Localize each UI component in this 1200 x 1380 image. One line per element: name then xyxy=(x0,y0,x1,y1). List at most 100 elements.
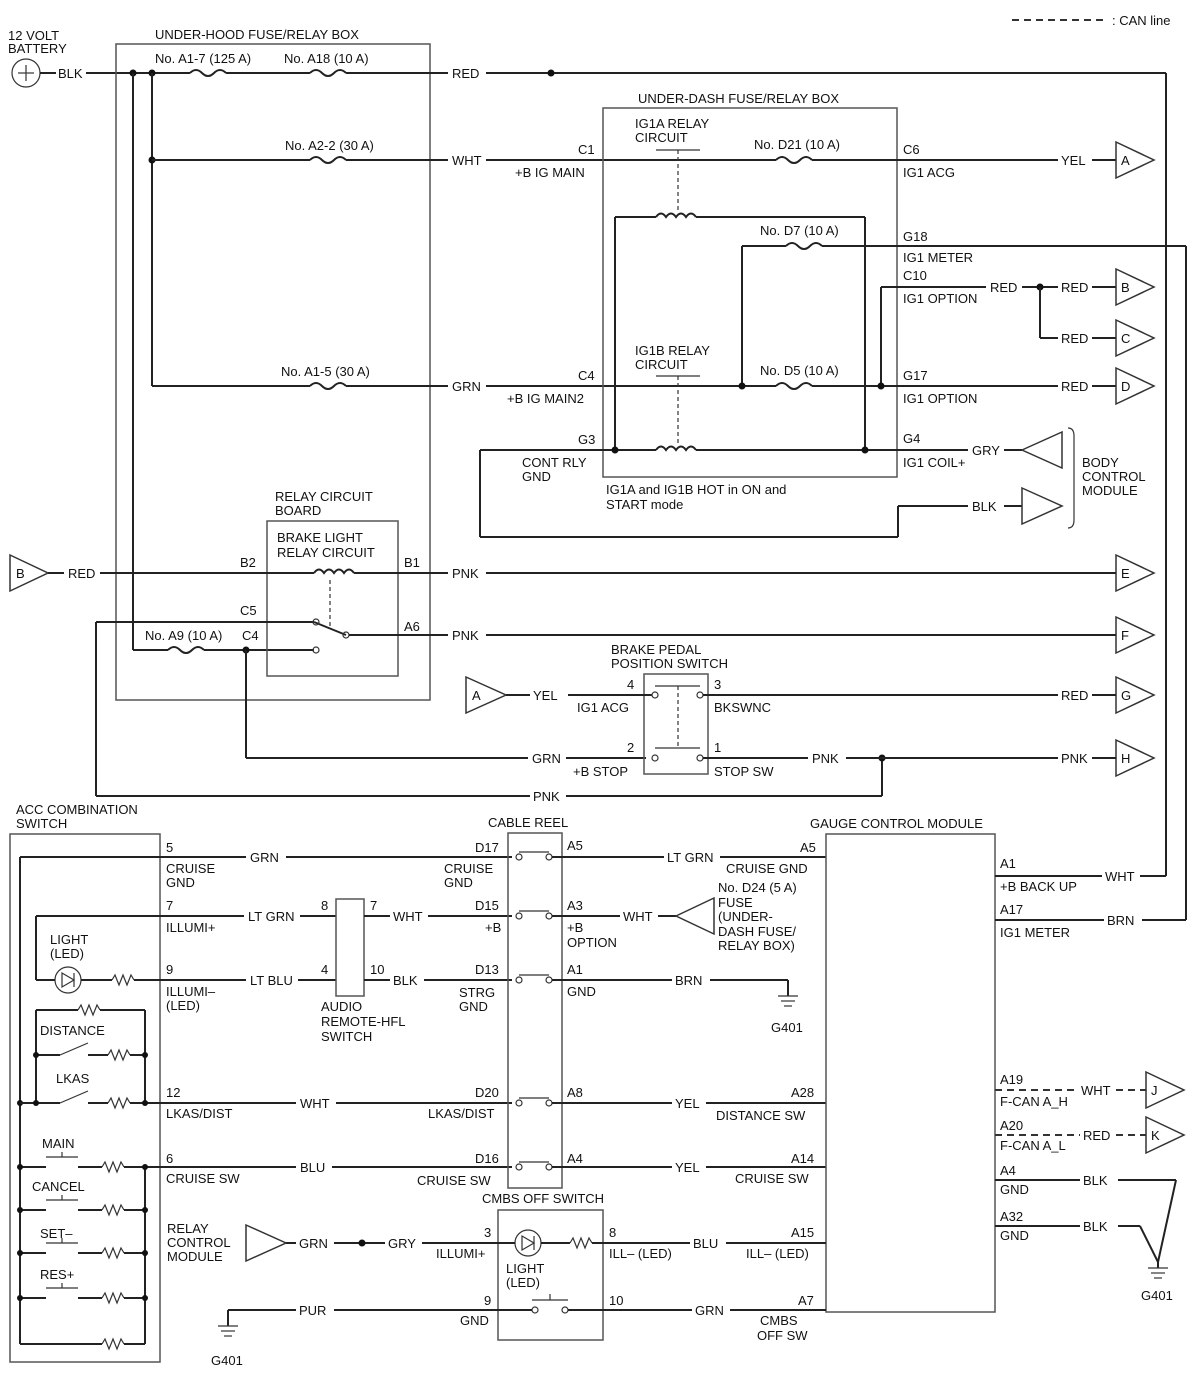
acc-switch-title: ACC COMBINATION xyxy=(16,802,138,817)
wire-color-label: GRN xyxy=(532,751,561,766)
pin-label: 7 xyxy=(370,898,377,913)
pin-label: D13 xyxy=(475,962,499,977)
wire-color-label: RED xyxy=(1061,688,1088,703)
note: START mode xyxy=(606,497,683,512)
cmbs-title: CMBS OFF SWITCH xyxy=(482,1191,604,1206)
pin-label: C4 xyxy=(578,368,595,383)
pin-name: STOP SW xyxy=(714,764,774,779)
switch-label: CANCEL xyxy=(32,1179,85,1194)
relay-label: CIRCUIT xyxy=(635,130,688,145)
ground-symbol xyxy=(778,995,798,1007)
wire-color-label: GRN xyxy=(452,379,481,394)
fuse-symbol xyxy=(785,242,823,250)
connector-j-arrow xyxy=(1145,1070,1186,1110)
relay-control-label: RELAY xyxy=(167,1221,209,1236)
wire-color-label: WHT xyxy=(1081,1083,1111,1098)
pin-label: D16 xyxy=(475,1151,499,1166)
relay-control-label: CONTROL xyxy=(167,1235,231,1250)
fuse-label: No. A1-7 (125 A) xyxy=(155,51,251,66)
connector-label: F xyxy=(1121,628,1129,643)
bcm-label: BODY xyxy=(1082,455,1119,470)
connector-b-in-arrow xyxy=(9,553,50,593)
connector-a-in-arrow xyxy=(465,675,508,715)
relay-coil xyxy=(655,212,697,219)
wire-color-label: GRN xyxy=(695,1303,724,1318)
wire-color-label: BLK xyxy=(393,973,418,988)
switch-label: RES+ xyxy=(40,1267,74,1282)
under-hood-title: UNDER-HOOD FUSE/RELAY BOX xyxy=(155,27,359,42)
pin-label: A1 xyxy=(1000,856,1016,871)
pin-label: A4 xyxy=(1000,1163,1016,1178)
pin-label: A1 xyxy=(567,962,583,977)
pin-label: 8 xyxy=(609,1225,616,1240)
connector-label: H xyxy=(1121,751,1130,766)
relay-switch-blade xyxy=(313,621,347,636)
pin-label: 5 xyxy=(166,840,173,855)
pin-label: D20 xyxy=(475,1085,499,1100)
wire-color-label: RED xyxy=(1061,379,1088,394)
main-switch xyxy=(20,1152,296,1174)
connector-label: C xyxy=(1121,331,1130,346)
relay-circuit-board xyxy=(266,520,399,677)
pin-name: CRUISE SW xyxy=(735,1171,809,1186)
resistor-symbol xyxy=(107,1048,131,1062)
fuse-label: No. D21 (10 A) xyxy=(754,137,840,152)
relay-control-module-arrow xyxy=(245,1223,288,1263)
fuse-note: FUSE xyxy=(718,895,753,910)
cable-reel-contact xyxy=(515,974,553,984)
pin-name: OPTION xyxy=(567,935,617,950)
pin-name: GND xyxy=(1000,1228,1029,1243)
pin-label: G4 xyxy=(903,431,920,446)
res-switch xyxy=(20,1283,145,1305)
gauge-control-module xyxy=(825,833,996,1313)
pin-name: F-CAN A_H xyxy=(1000,1094,1068,1109)
relay-coil xyxy=(313,568,355,575)
fuse-symbol xyxy=(167,646,205,654)
pin-name: +B IG MAIN xyxy=(515,165,585,180)
wire-color-label: PNK xyxy=(533,789,560,804)
cmbs-off-switch xyxy=(497,1209,604,1341)
wire-color-label: YEL xyxy=(675,1096,700,1111)
fuse-label: No. D7 (10 A) xyxy=(760,223,839,238)
pin-label: 10 xyxy=(370,962,384,977)
pin-name: CRUISE GND xyxy=(726,861,808,876)
fuse-d24-connector xyxy=(674,896,715,936)
pin-name: ILL– (LED) xyxy=(746,1246,809,1261)
switch-label: DISTANCE xyxy=(40,1023,105,1038)
ground-label: G401 xyxy=(211,1353,243,1368)
pin-label: C4 xyxy=(242,628,259,643)
connector-label: J xyxy=(1151,1083,1158,1098)
audio-label: REMOTE-HFL xyxy=(321,1014,406,1029)
wire-color-label: LT GRN xyxy=(248,909,294,924)
pin-name: CRUISE xyxy=(166,861,215,876)
pin-label: D15 xyxy=(475,898,499,913)
pin-label: 3 xyxy=(714,677,721,692)
pin-name: IG1 COIL+ xyxy=(903,455,966,470)
pin-label: G3 xyxy=(578,432,595,447)
pin-label: C5 xyxy=(240,603,257,618)
pin-name: CRUISE SW xyxy=(166,1171,240,1186)
switch-label: LKAS xyxy=(56,1071,90,1086)
pin-label: A4 xyxy=(567,1151,583,1166)
wire-color-label: PUR xyxy=(299,1303,326,1318)
pin-name: IG1 OPTION xyxy=(903,291,977,306)
pin-label: 6 xyxy=(166,1151,173,1166)
pin-label: A8 xyxy=(567,1085,583,1100)
brake-switch-title: POSITION SWITCH xyxy=(611,656,728,671)
connector-label: K xyxy=(1151,1128,1160,1143)
cable-reel-contact xyxy=(515,910,553,920)
wire-color-label: BLK xyxy=(1083,1173,1108,1188)
under-dash-title: UNDER-DASH FUSE/RELAY BOX xyxy=(638,91,839,106)
pin-name: OFF SW xyxy=(757,1328,808,1343)
lkas-switch xyxy=(59,1090,89,1104)
switch-label: MAIN xyxy=(42,1136,75,1151)
pin-label: A15 xyxy=(791,1225,814,1240)
pin-name: GND xyxy=(459,999,488,1014)
pin-name: GND xyxy=(166,875,195,890)
pin-name: GND xyxy=(567,984,596,999)
pin-label: 9 xyxy=(484,1293,491,1308)
connector-b-arrow xyxy=(1115,267,1156,307)
pin-name: IG1 ACG xyxy=(577,700,629,715)
audio-label: AUDIO xyxy=(321,999,362,1014)
